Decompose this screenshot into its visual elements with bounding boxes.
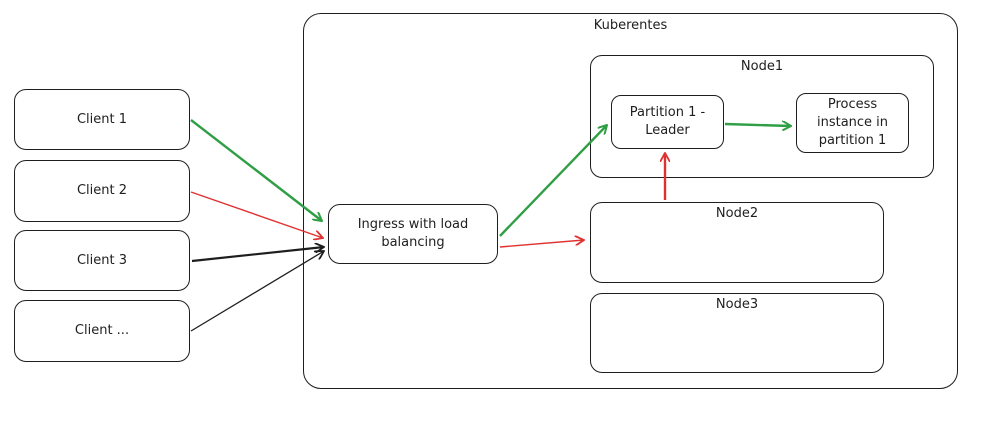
arrow-client3-to-ingress <box>191 247 324 263</box>
node2-box: Node2 <box>590 202 884 283</box>
node2-label: Node2 <box>715 206 759 221</box>
ingress-box: Ingress with load balancing <box>328 204 498 264</box>
arrow-client1-to-ingress <box>190 119 322 221</box>
client-label: Client ... <box>74 323 130 338</box>
arrow-client2-to-ingress <box>190 191 323 238</box>
ingress-label: Ingress with load balancing <box>357 217 469 250</box>
process-label: Process instance in partition 1 <box>816 97 889 148</box>
partition-box: Partition 1 - Leader <box>611 95 724 149</box>
client-label: Client 1 <box>76 111 128 127</box>
client-3-box: Client 3 <box>14 230 190 291</box>
client-label: Client 2 <box>76 183 128 198</box>
arrow-client-more-to-ingress <box>190 251 324 332</box>
node3-label: Node3 <box>715 297 759 312</box>
cluster-label: Kuberentes <box>593 18 668 33</box>
node3-box: Node3 <box>590 293 884 373</box>
node1-label: Node1 <box>740 59 784 74</box>
process-box: Process instance in partition 1 <box>796 93 909 153</box>
arrow-partition-to-process <box>724 124 791 126</box>
arrow-ingress-to-partition <box>499 125 607 237</box>
client-2-box: Client 2 <box>14 160 190 222</box>
arrow-ingress-to-node2 <box>499 240 584 248</box>
client-more-box: Client ... <box>14 300 190 362</box>
partition-label: Partition 1 - Leader <box>629 105 706 138</box>
client-1-box: Client 1 <box>14 89 190 150</box>
client-label: Client 3 <box>76 252 128 268</box>
